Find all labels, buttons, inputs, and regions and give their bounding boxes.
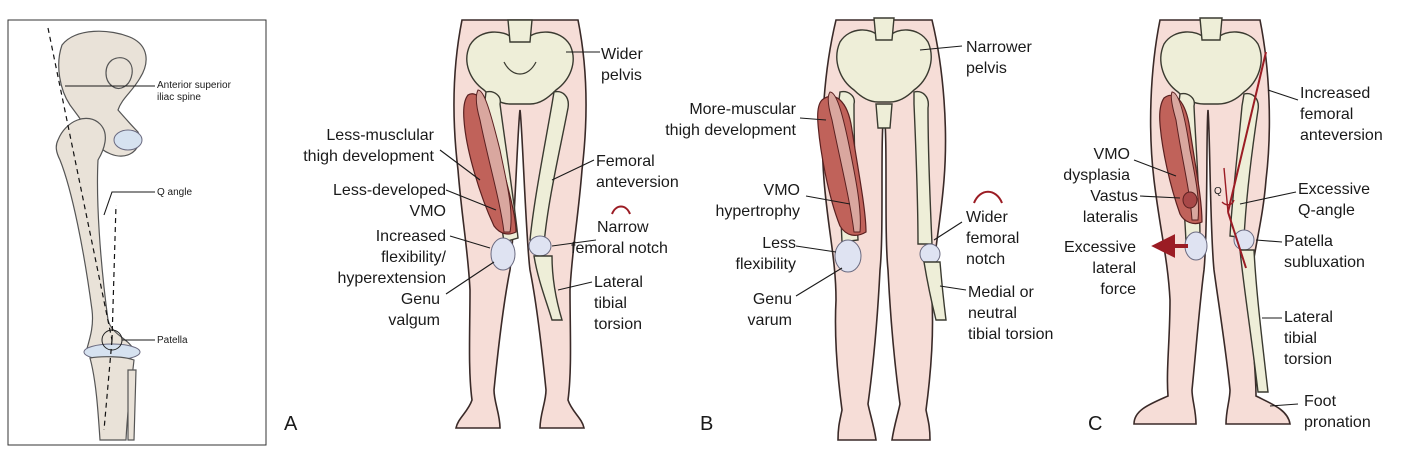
panel-c-vastus-lateralis-label: Vastus: [1090, 188, 1138, 205]
panel-b-more-muscular-label: More-muscular: [689, 101, 796, 118]
q-angle-label: Q angle: [157, 187, 192, 198]
panel-c-letter: C: [1088, 413, 1102, 435]
panel-c-excessive-force-label: Excessive: [1064, 239, 1136, 256]
panel-a-less-muscular-label: Less-musclular: [326, 127, 434, 144]
panel-c-patella-subluxation-label: Patella: [1284, 233, 1333, 250]
panel-a-letter: A: [284, 413, 298, 435]
wider-notch-arc: [974, 192, 1002, 203]
panel-c-right-patella: [1185, 232, 1207, 260]
panel-c-excessive-q-label: Excessive: [1298, 181, 1370, 198]
panel-a-lateral-tibial-torsion-label: Lateral: [594, 274, 643, 291]
panel-a-right-patella: [491, 238, 515, 270]
panel-b-narrower-pelvis-label: Narrower: [966, 39, 1032, 56]
panel-c-vmo-dysplasia: [1183, 192, 1197, 208]
panel-c-vmo-dysplasia-label: VMO: [1094, 146, 1130, 163]
narrow-notch-arc: [612, 207, 630, 215]
panel-b-medial-torsion-label: Medial or: [968, 284, 1034, 301]
panel-b-letter: B: [700, 413, 713, 435]
panel-a-increased-flexibility-label: Increased: [376, 228, 446, 245]
panel-b-genu-varum-label: Genu: [753, 291, 792, 308]
panel-c-increased-anteversion-label: Increased: [1300, 85, 1370, 102]
panel-c-q-mark: Q: [1214, 186, 1222, 197]
asis-label: Anterior superior: [157, 80, 232, 91]
panel-c-lateral-tibial-torsion-label: Lateral: [1284, 309, 1333, 326]
panel-c-foot-pronation-label: Foot: [1304, 393, 1337, 410]
panel-a-left-patella: [529, 236, 551, 256]
panel-a-narrow-notch-label: Narrow: [597, 219, 649, 236]
panel-b-wider-notch-label: Wider: [966, 209, 1008, 226]
panel-a-wider-pelvis-label: Wider: [601, 46, 643, 63]
panel-a-femoral-anteversion-label: Femoral: [596, 153, 655, 170]
panel-b-vmo-hypertrophy-label: VMO: [764, 182, 800, 199]
panel-a-less-developed-vmo-label: Less-developed: [333, 182, 446, 199]
panel-b-left-patella: [920, 244, 940, 264]
panel-a-genu-valgum-label: Genu: [401, 291, 440, 308]
panel-b-right-patella: [835, 240, 861, 272]
patella-label: Patella: [157, 335, 188, 346]
panel-b-less-flexibility-label: Less: [762, 235, 796, 252]
